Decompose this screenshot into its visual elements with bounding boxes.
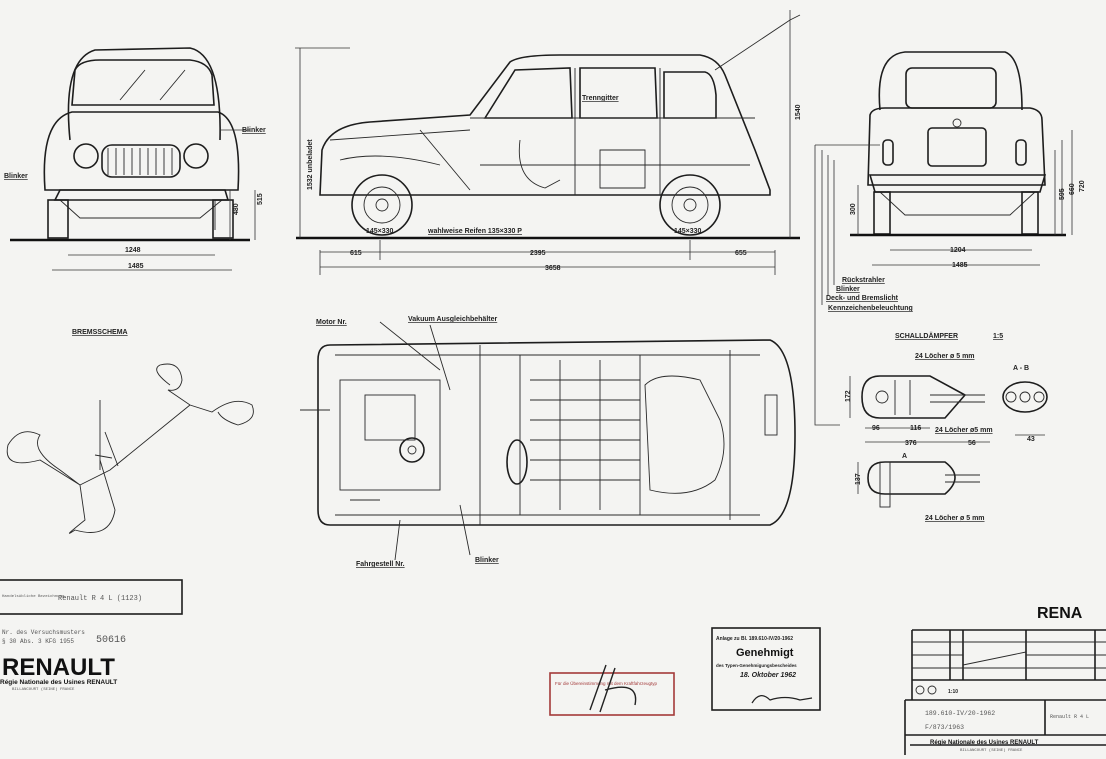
- drawing-ref: 189.610-IV/20-1962: [925, 710, 995, 717]
- label-blinker-front-left: Blinker: [4, 173, 28, 180]
- label-tyre-rear: 145×330: [674, 228, 702, 235]
- regulation-label: § 30 Abs. 3 KFG 1955: [2, 638, 74, 645]
- label-holes-3: 24 Löcher ø 5 mm: [925, 515, 985, 522]
- front-view: 1248 1485 480 515 Blinker Blinker: [4, 47, 266, 271]
- dim-rear-track: 1204: [950, 247, 966, 254]
- scale-label: 1:10: [948, 689, 958, 695]
- company-name: Régie Nationale des Usines RENAULT: [0, 679, 117, 686]
- label-plate-light: Kennzeichenbeleuchtung: [828, 305, 913, 312]
- label-designation: Handelsübliche Bezeichnung: [2, 594, 65, 599]
- city-right: BILLANCOURT (SEINE) FRANCE: [960, 748, 1023, 753]
- dim-front-h2: 515: [257, 193, 264, 205]
- dim-muffler-5: 56: [968, 440, 976, 447]
- muffler-title: SCHALLDÄMPFER: [895, 332, 958, 340]
- dim-front-track: 1248: [125, 247, 141, 254]
- dim-muffler-4: 376: [905, 440, 917, 447]
- dim-muffler-2: 96: [872, 425, 880, 432]
- dim-front-h1: 480: [233, 203, 240, 215]
- muffler-detail: SCHALLDÄMPFER 1:5 172 96 116 376 56 24 L…: [845, 332, 1048, 522]
- renault-logo-right: RENA: [1037, 605, 1083, 622]
- label-holes-1: 24 Löcher ø 5 mm: [915, 353, 975, 360]
- stamp-ref: Anlage zu Bl. 189.610-IV/20-1962: [716, 636, 793, 642]
- label-vakuum: Vakuum Ausgleichbehälter: [408, 316, 497, 323]
- brake-schema-title: BREMSSCHEMA: [72, 329, 128, 336]
- brake-schema: BREMSSCHEMA: [6, 329, 254, 534]
- dim-muffler-1: 172: [845, 390, 852, 402]
- dim-rear-h1: 300: [850, 203, 857, 215]
- label-rueckstrahler: Rückstrahler: [842, 277, 885, 284]
- label-trenngitter: Trenngitter: [582, 95, 619, 102]
- label-holes-2: 24 Löcher ø5 mm: [935, 427, 993, 434]
- dim-height-total: 1540: [795, 104, 802, 120]
- label-blinker-front-right: Blinker: [242, 127, 266, 134]
- dim-overhang-rear: 655: [735, 250, 747, 257]
- dim-overhang-front: 615: [350, 250, 362, 257]
- dim-rear-h4: 720: [1079, 180, 1086, 192]
- stamp-red: Für die Übereinstimmung mit dem Kraftfah…: [549, 664, 675, 716]
- model-right: Renault R 4 L: [1050, 714, 1089, 720]
- stamp-date: 18. Oktober 1962: [740, 672, 796, 679]
- label-blinker-plan: Blinker: [475, 557, 499, 564]
- rear-view: 1204 1485 300 595 660 720 Rückstrahler B…: [814, 51, 1086, 426]
- drawing-number: F/873/1963: [925, 724, 964, 731]
- stamp-line: des Typen-Genehmigungsbescheides: [716, 663, 797, 668]
- dim-height-unladen: 1532 unbeladet: [307, 139, 314, 190]
- signature-2: [751, 695, 813, 704]
- prototype-number: 50616: [96, 635, 126, 646]
- company-right: Régie Nationale des Usines RENAULT: [930, 740, 1039, 746]
- stamp-approved: Anlage zu Bl. 189.610-IV/20-1962 Genehmi…: [711, 627, 821, 711]
- model-name: Renault R 4 L (1123): [58, 595, 142, 603]
- label-blinker-rear: Blinker: [836, 286, 860, 293]
- label-fahrgestell-nr: Fahrgestell Nr.: [356, 561, 405, 568]
- title-block-right: RENA 1:10 189.610-IV/20-1962 F/873/1963 …: [904, 605, 1106, 755]
- dim-length: 3658: [545, 265, 561, 272]
- dim-muffler-3: 116: [910, 425, 921, 432]
- dim-front-width: 1485: [128, 263, 144, 270]
- section-label: A - B: [1013, 365, 1029, 372]
- dim-rear-width: 1485: [952, 262, 968, 269]
- plan-view: Motor Nr. Vakuum Ausgleichbehälter Fahrg…: [300, 316, 796, 568]
- signature-1: [589, 664, 637, 713]
- stamp-title: Genehmigt: [736, 647, 794, 659]
- dim-rear-h3: 660: [1069, 183, 1076, 195]
- label-tyre-front: 145×330: [366, 228, 394, 235]
- company-city: BILLANCOURT (SEINE) FRANCE: [12, 687, 75, 692]
- section-mark-a: A: [902, 453, 907, 460]
- prototype-number-label: Nr. des Versuchsmusters: [2, 629, 85, 636]
- label-motor-nr: Motor Nr.: [316, 319, 347, 326]
- stamp-red-text: Für die Übereinstimmung mit dem Kraftfah…: [555, 680, 658, 686]
- dim-muffler-7: 137: [855, 473, 862, 485]
- dim-rear-h2: 595: [1059, 188, 1066, 200]
- title-block-left: Handelsübliche Bezeichnung Renault R 4 L…: [0, 579, 183, 692]
- label-tyre-note: wahlweise Reifen 135×330 P: [427, 228, 522, 235]
- muffler-scale: 1:5: [993, 333, 1003, 340]
- renault-logo-text: RENAULT: [2, 654, 115, 681]
- side-view: 615 2395 655 3658 wahlweise Reifen 135×3…: [295, 10, 802, 275]
- dim-wheelbase: 2395: [530, 250, 546, 257]
- label-brake-light: Deck- und Bremslicht: [826, 295, 899, 302]
- dim-muffler-6: 43: [1027, 436, 1035, 443]
